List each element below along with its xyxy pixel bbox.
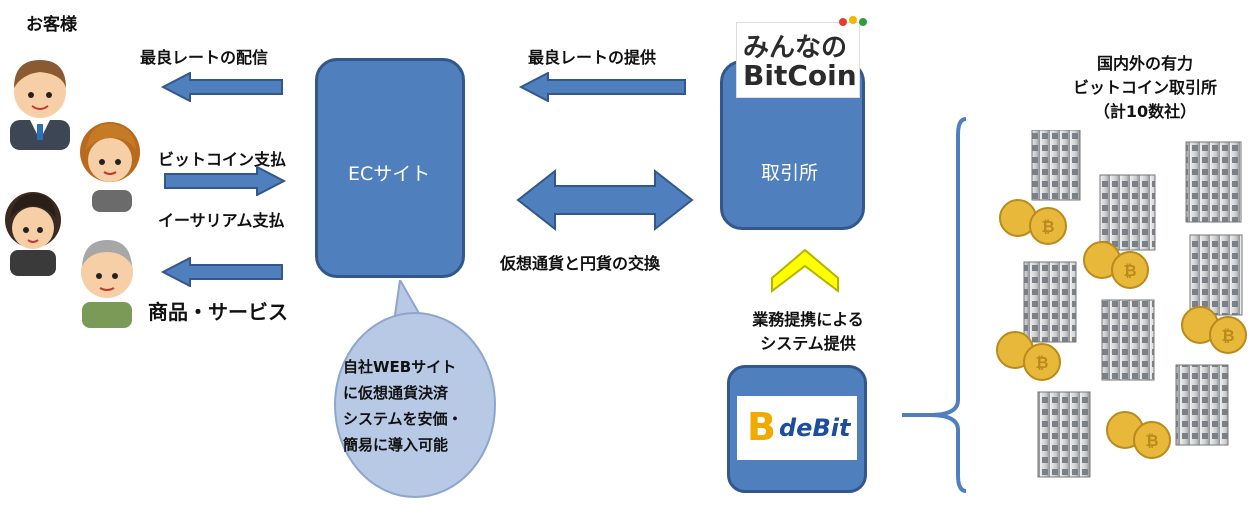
svg-text:₿: ₿ [1035, 353, 1048, 372]
ec-site-label: ECサイト [348, 163, 431, 185]
customer-man-icon [10, 60, 70, 150]
bitcoin-coin-icon [996, 199, 1247, 459]
svg-text:₿: ₿ [1041, 217, 1054, 236]
callout-line-3: システムを安価・ [343, 410, 463, 428]
customer-woman-dark-icon [5, 192, 61, 276]
bitcoin-payment-label: ビットコイン支払 [158, 150, 287, 169]
overseas-line-3: （計10数社） [1093, 102, 1197, 121]
goods-services-label: 商品・サービス [148, 300, 288, 324]
overseas-line-1: 国内外の有力 [1096, 54, 1193, 73]
customer-woman-icon [80, 122, 140, 212]
arrow-left-provision [518, 72, 686, 102]
svg-text:₿: ₿ [1221, 326, 1234, 345]
ethereum-payment-label: イーサリアム支払 [158, 211, 285, 230]
debit-box: B deBit [727, 365, 867, 493]
partnership-text: 業務提携による システム提供 [733, 308, 883, 356]
partnership-line-2: システム提供 [760, 334, 856, 353]
debit-b-icon: B [747, 405, 776, 449]
building-icon [1023, 130, 1243, 478]
svg-text:₿: ₿ [1145, 431, 1158, 450]
svg-text:₿: ₿ [1123, 261, 1136, 280]
double-arrow-exchange [516, 168, 694, 232]
chevron-up-icon [771, 248, 839, 293]
logo-line-2: BitCoin [743, 59, 857, 92]
minna-bitcoin-logo: みんなの BitCoin [736, 22, 860, 98]
best-rate-provision-label: 最良レートの提供 [528, 48, 657, 67]
bracket-brace [902, 117, 967, 493]
exchange-label: 取引所 [761, 162, 819, 184]
logo-line-1: みんなの [743, 33, 848, 63]
logo-dots-icon [839, 16, 867, 26]
arrow-right-bitcoin [164, 166, 287, 196]
best-rate-delivery-label: 最良レートの配信 [140, 48, 269, 67]
debit-logo-panel: B deBit [737, 396, 857, 460]
customers-title: お客様 [26, 15, 77, 35]
arrow-left-goods [160, 257, 283, 287]
customer-elderly-icon [81, 240, 133, 328]
callout-line-1: 自社WEBサイト [343, 358, 457, 376]
partnership-line-1: 業務提携による [752, 310, 864, 329]
callout-line-2: に仮想通貨決済 [343, 384, 449, 402]
callout-line-4: 簡易に導入可能 [343, 436, 449, 454]
arrow-left-rate [160, 72, 283, 102]
overseas-line-2: ビットコイン取引所 [1072, 78, 1217, 97]
callout-text: 自社WEBサイト に仮想通貨決済 システムを安価・ 簡易に導入可能 [343, 354, 483, 458]
overseas-title: 国内外の有力 ビットコイン取引所 （計10数社） [1045, 52, 1245, 124]
customer-avatars [5, 60, 140, 328]
debit-logo-text: deBit [779, 414, 851, 442]
crypto-yen-exchange-label: 仮想通貨と円貨の交換 [500, 254, 661, 273]
exchange-buildings-coins: ₿ ₿ ₿ ₿ ₿ [996, 130, 1247, 478]
ec-site-box: ECサイト [315, 58, 465, 278]
callout-bubble [334, 280, 496, 498]
